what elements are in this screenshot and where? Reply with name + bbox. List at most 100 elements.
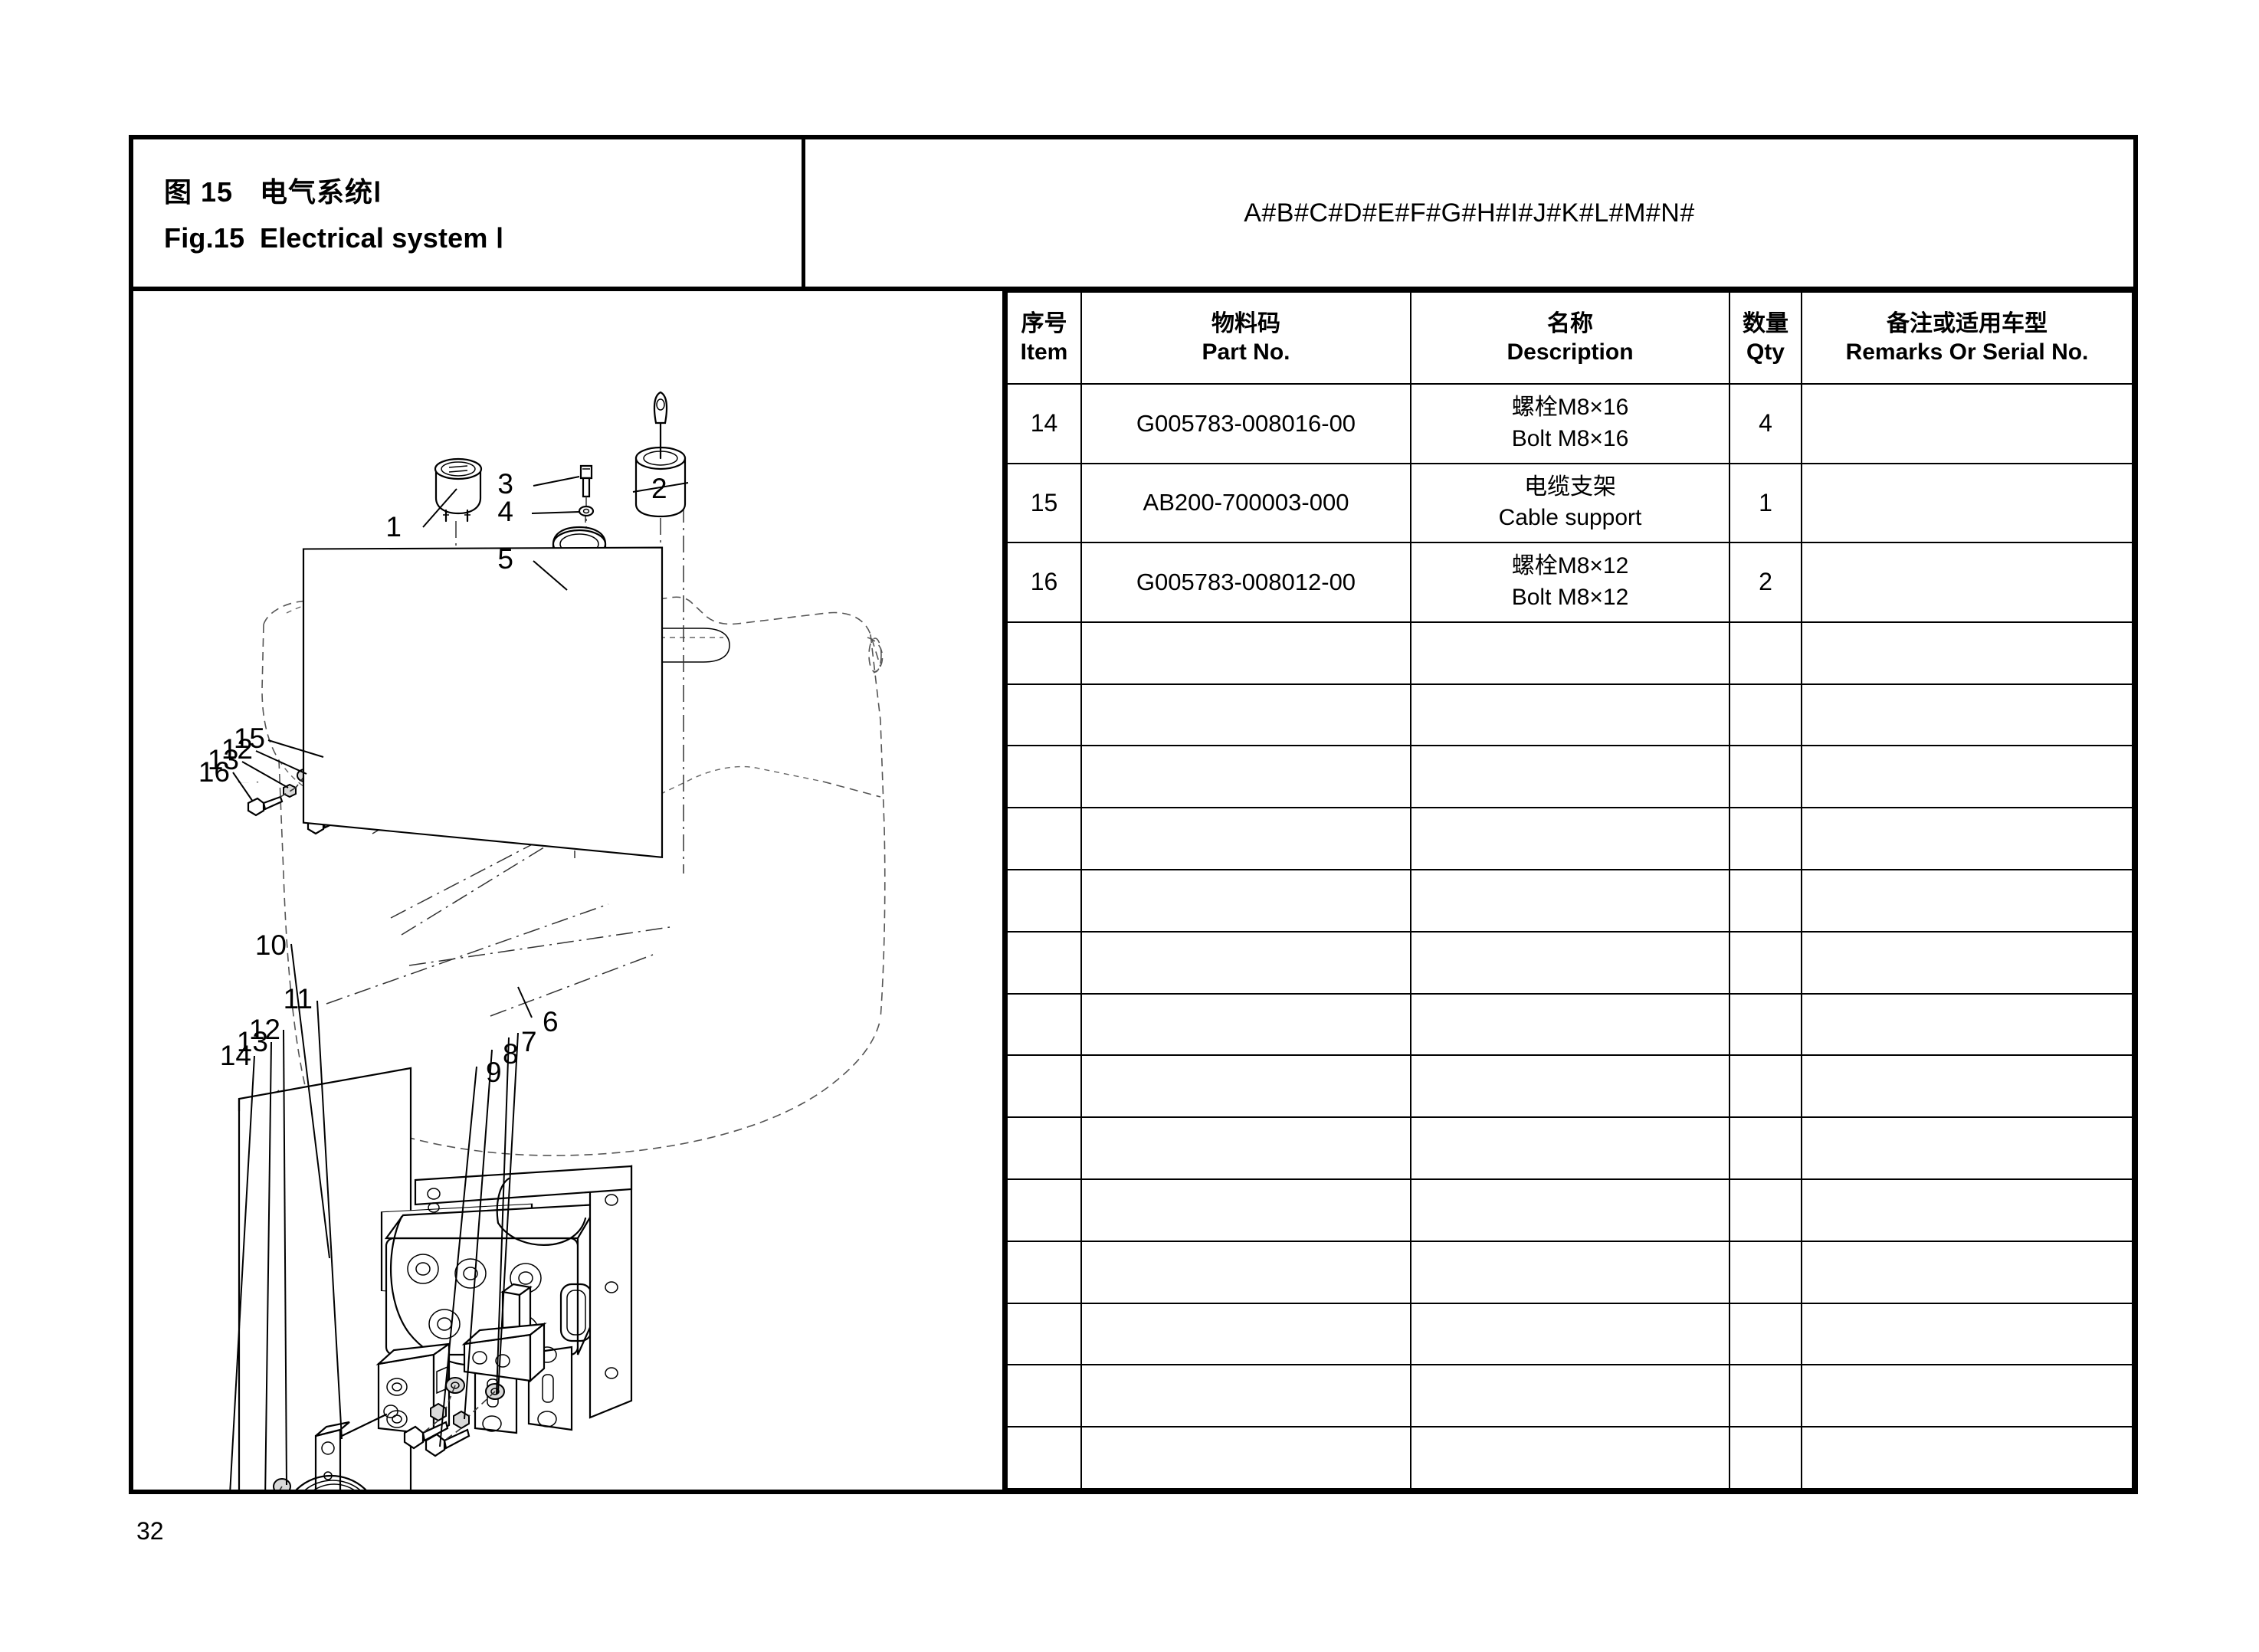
cell-remarks	[1801, 1178, 2133, 1242]
cell-item: 15	[1006, 462, 1082, 544]
cell-qty: 2	[1729, 542, 1802, 623]
cell-remarks	[1801, 542, 2133, 623]
cell-remarks	[1801, 383, 2133, 464]
cell-qty	[1729, 807, 1802, 870]
table-row-empty	[1006, 1054, 2133, 1119]
cell-item	[1006, 1116, 1082, 1180]
callout-numbers: 1 2 3 4 5 6 7 8 9 10 11 12 13 14 15 12 1	[198, 468, 667, 1088]
table-row-empty	[1006, 683, 2133, 747]
cell-description	[1410, 1054, 1730, 1119]
column-header-qty: 数量 Qty	[1729, 291, 1802, 385]
callout-13-bracket: 13	[208, 744, 239, 775]
column-header-item: 序号 Item	[1006, 291, 1082, 385]
page-number: 32	[136, 1517, 164, 1545]
table-row-empty	[1006, 1302, 2133, 1366]
cell-description	[1410, 1178, 1730, 1242]
cell-part-no	[1080, 1178, 1411, 1242]
cell-description	[1410, 1240, 1730, 1304]
cell-qty	[1729, 621, 1802, 685]
callout-4: 4	[497, 496, 513, 527]
table-row-empty	[1006, 621, 2133, 685]
cell-part-no	[1080, 683, 1411, 747]
cell-item	[1006, 745, 1082, 809]
cell-description	[1410, 1426, 1730, 1490]
cell-item	[1006, 1054, 1082, 1119]
callout-10: 10	[255, 929, 287, 961]
callout-12-horn: 12	[249, 1014, 280, 1045]
cell-remarks	[1801, 1054, 2133, 1119]
cell-part-no	[1080, 1240, 1411, 1304]
cell-part-no	[1080, 930, 1411, 995]
cell-item: 14	[1006, 383, 1082, 464]
callout-15: 15	[234, 723, 265, 754]
callout-13-horn: 13	[237, 1026, 268, 1057]
cell-part-no	[1080, 621, 1411, 685]
cell-part-no	[1080, 745, 1411, 809]
cell-part-no	[1080, 1364, 1411, 1428]
cell-description	[1410, 1302, 1730, 1366]
cell-part-no	[1080, 1116, 1411, 1180]
cell-description	[1410, 1116, 1730, 1180]
cell-qty	[1729, 1240, 1802, 1304]
table-row-empty	[1006, 868, 2133, 933]
cell-item	[1006, 683, 1082, 747]
callout-leader-lines	[229, 476, 689, 1490]
table-header-row: 序号 Item 物料码 Part No. 名称 Description 数量	[1006, 291, 2133, 385]
callout-12-bracket: 12	[221, 733, 253, 765]
cell-item	[1006, 1364, 1082, 1428]
cell-part-no	[1080, 1302, 1411, 1366]
cell-qty	[1729, 1116, 1802, 1180]
cell-qty	[1729, 1364, 1802, 1428]
part-4-washer	[578, 505, 595, 517]
callout-11: 11	[284, 983, 313, 1014]
cell-remarks	[1801, 745, 2133, 809]
table-row-empty	[1006, 992, 2133, 1057]
callout-16: 16	[198, 756, 230, 788]
cell-description	[1410, 930, 1730, 995]
figure-label-cn: 图	[164, 176, 193, 208]
cell-qty	[1729, 1426, 1802, 1490]
cell-remarks	[1801, 1116, 2133, 1180]
callout-7: 7	[521, 1026, 537, 1057]
model-code-block: A#B#C#D#E#F#G#H#I#J#K#L#M#N#	[805, 139, 2133, 287]
cell-item	[1006, 807, 1082, 870]
column-header-part-no: 物料码 Part No.	[1080, 291, 1411, 385]
cell-qty: 4	[1729, 383, 1802, 464]
cell-description	[1410, 745, 1730, 809]
cell-item: 16	[1006, 542, 1082, 623]
cell-qty	[1729, 992, 1802, 1057]
cell-item	[1006, 868, 1082, 933]
cell-remarks	[1801, 1426, 2133, 1490]
model-code: A#B#C#D#E#F#G#H#I#J#K#L#M#N#	[1244, 198, 1695, 228]
cell-qty	[1729, 683, 1802, 747]
cell-remarks	[1801, 930, 2133, 995]
callout-14: 14	[220, 1040, 251, 1071]
column-header-remarks: 备注或适用车型 Remarks Or Serial No.	[1801, 291, 2133, 385]
cell-qty	[1729, 1054, 1802, 1119]
cell-item	[1006, 621, 1082, 685]
cell-qty	[1729, 1302, 1802, 1366]
callout-5: 5	[497, 543, 513, 575]
cell-qty	[1729, 745, 1802, 809]
table-row-empty	[1006, 1426, 2133, 1490]
cell-item	[1006, 1426, 1082, 1490]
cell-remarks	[1801, 992, 2133, 1057]
figure-label-en: Fig.15	[164, 222, 245, 254]
cell-remarks	[1801, 1240, 2133, 1304]
part-1-socket	[434, 457, 483, 638]
table-row-empty	[1006, 807, 2133, 870]
drawing-body: 1 2 3 4 5 6 7 8 9 10 11 12 13 14 15 12 1	[133, 291, 2133, 1490]
cell-part-no: AB200-700003-000	[1080, 462, 1411, 544]
cell-part-no	[1080, 992, 1411, 1057]
table-row-empty	[1006, 1116, 2133, 1180]
cell-description	[1410, 868, 1730, 933]
cell-part-no	[1080, 1426, 1411, 1490]
cell-remarks	[1801, 1302, 2133, 1366]
